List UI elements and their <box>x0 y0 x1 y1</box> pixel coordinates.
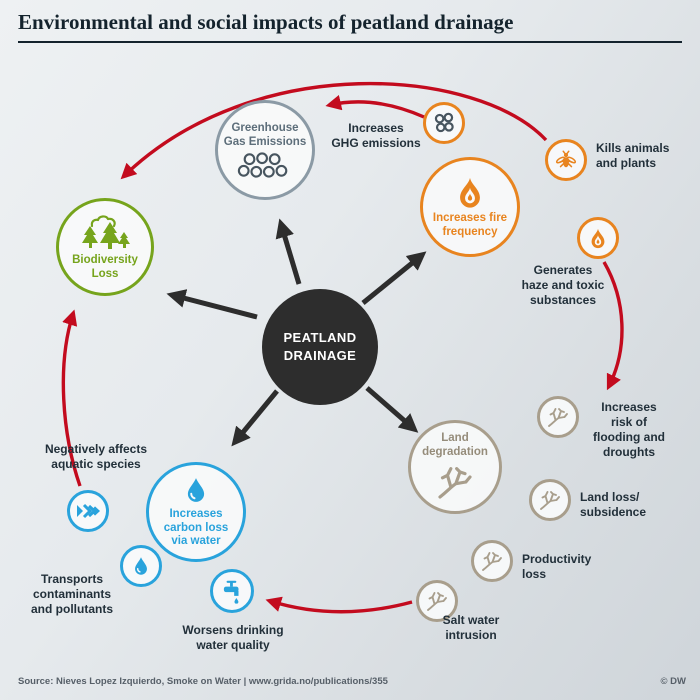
satellite-contaminants <box>120 545 162 587</box>
fish-icon <box>75 502 101 520</box>
node-greenhouse-gas-emissions: Greenhouse Gas Emissions <box>215 100 315 200</box>
dead-branch-icon <box>538 488 562 512</box>
satellite-increases-ghg-emissions <box>423 102 465 144</box>
label-land-loss: Land loss/ subsidence <box>580 490 647 519</box>
label-haze-toxic: Generates haze and toxic substances <box>521 263 605 307</box>
label-increases-ghg-emissions: Increases GHG emissions <box>331 121 421 150</box>
arrow-ghgincrease-to-ghg <box>325 94 425 119</box>
satellite-land-loss <box>529 479 571 521</box>
flame-icon <box>587 227 609 249</box>
label-salt-water: Salt water intrusion <box>442 613 500 642</box>
node-label: Land degradation <box>422 431 488 458</box>
source-credit: Source: Nieves Lopez Izquierdo, Smoke on… <box>18 676 388 687</box>
title-rule <box>18 41 682 43</box>
arrow-center-to-carbon <box>231 389 279 447</box>
droplet-icon <box>130 555 152 577</box>
node-label: Increases fire frequency <box>432 211 508 238</box>
label-drinking-water: Worsens drinking water quality <box>182 623 284 652</box>
satellite-salt-water <box>416 580 458 622</box>
satellite-drinking-water <box>210 569 254 613</box>
node-land-degradation: Land degradation <box>408 420 502 514</box>
arrow-center-to-ghg <box>275 218 302 285</box>
satellite-aquatic-species <box>67 490 109 532</box>
insect-icon <box>554 148 578 172</box>
bubbles-icon <box>432 111 456 135</box>
trees-cloud-icon <box>79 213 131 251</box>
page-title: Environmental and social impacts of peat… <box>18 10 514 34</box>
label-kills-animals: Kills animals and plants <box>596 141 670 170</box>
node-label: Greenhouse Gas Emissions <box>223 121 307 148</box>
label-contaminants: Transports contaminants and pollutants <box>31 572 113 616</box>
node-label: Increases carbon loss via water <box>163 507 229 548</box>
node-increases-carbon-loss-via-water: Increases carbon loss via water <box>146 462 246 562</box>
dw-credit: © DW <box>660 676 686 687</box>
node-increases-fire-frequency: Increases fire frequency <box>420 157 520 257</box>
satellite-kills-animals <box>545 139 587 181</box>
satellite-productivity-loss <box>471 540 513 582</box>
satellite-haze-toxic <box>577 217 619 259</box>
label-flooding-droughts: Increases risk of flooding and droughts <box>593 400 665 459</box>
arrow-center-to-fire <box>361 251 427 305</box>
satellite-flooding-droughts <box>537 396 579 438</box>
water-drop-icon <box>181 475 211 505</box>
center-node-peatland-drainage: PEATLAND DRAINAGE <box>262 289 378 405</box>
arrow-salt-to-drinking <box>265 596 413 614</box>
arrow-center-to-biodiversity <box>166 289 258 320</box>
label-productivity-loss: Productivity loss <box>522 552 592 581</box>
dead-branch-icon <box>425 589 449 613</box>
bubbles-icon <box>236 152 294 178</box>
dead-branch-icon <box>480 549 504 573</box>
label-aquatic-species: Negatively affects aquatic species <box>44 442 148 471</box>
flame-icon <box>453 175 487 209</box>
faucet-icon <box>219 578 245 604</box>
node-biodiversity-loss: Biodiversity Loss <box>56 198 154 296</box>
dead-branch-icon <box>433 462 477 502</box>
dead-branch-icon <box>546 405 570 429</box>
arrow-center-to-land <box>365 386 419 433</box>
node-label: Biodiversity Loss <box>72 253 138 280</box>
